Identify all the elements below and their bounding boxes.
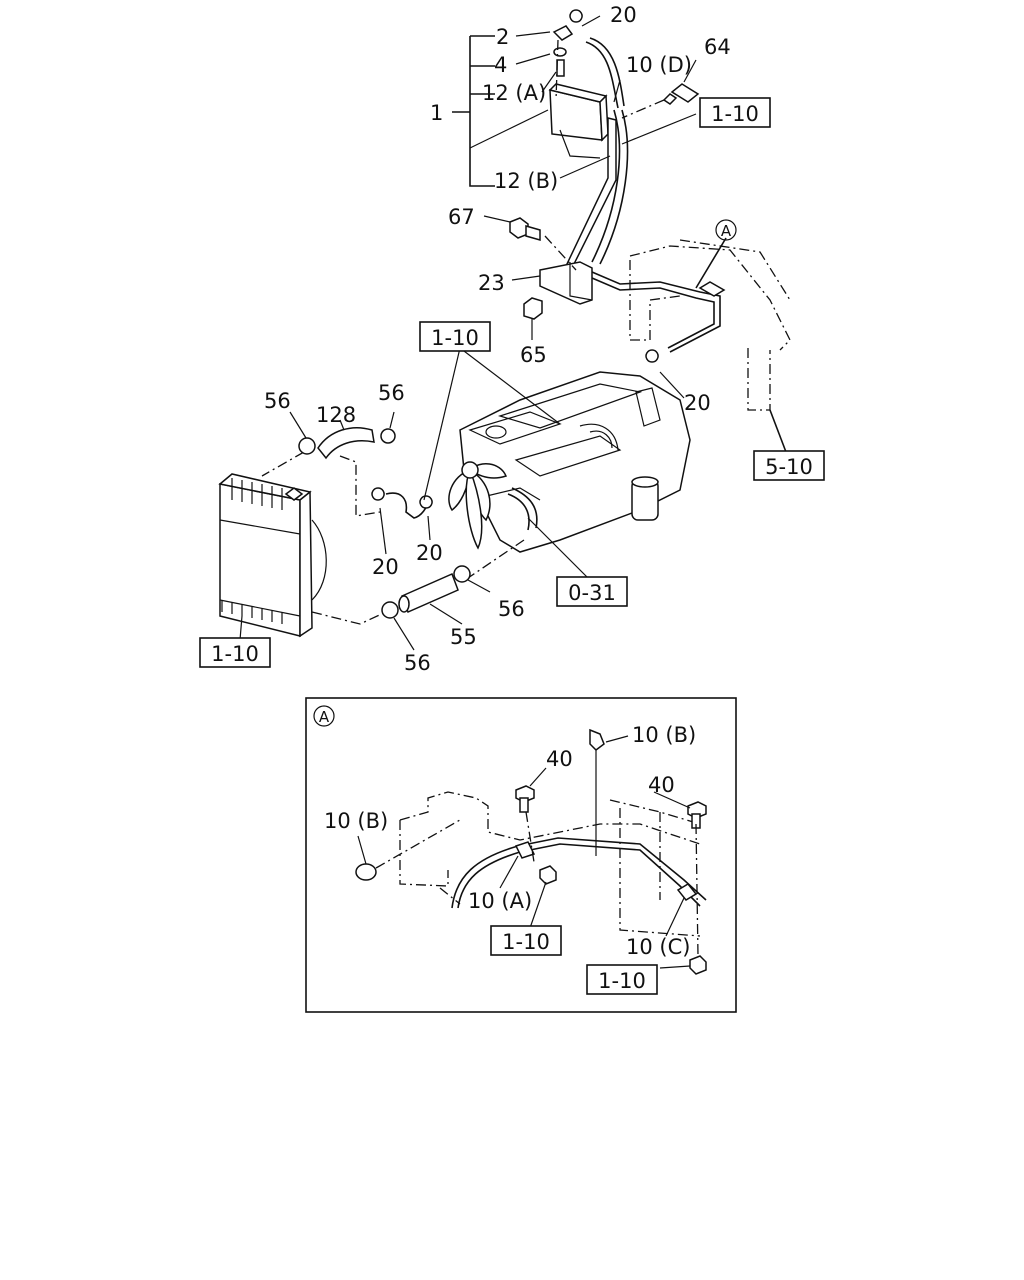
ref-0-31: 0-31 bbox=[568, 581, 616, 605]
callout-40-left: 40 bbox=[546, 747, 573, 771]
callout-128: 128 bbox=[316, 403, 356, 427]
fan-shroud bbox=[311, 519, 327, 601]
washer-part-4 bbox=[553, 47, 567, 57]
callout-56-bottom: 56 bbox=[404, 651, 431, 675]
clip-10b-left bbox=[355, 863, 377, 881]
reference-boxes: 1-10 1-10 5-10 0-31 1-10 bbox=[199, 97, 825, 668]
ref-1-10-engine: 1-10 bbox=[431, 326, 479, 350]
bracket-part-23 bbox=[539, 261, 593, 305]
callout-55: 55 bbox=[450, 625, 477, 649]
clamp-56-mid bbox=[380, 428, 396, 444]
engine-group bbox=[448, 371, 691, 579]
clip-10b-top bbox=[589, 728, 605, 751]
callout-56-left: 56 bbox=[264, 389, 291, 413]
frame-rail-group bbox=[591, 237, 791, 453]
ref-1-10-radiator: 1-10 bbox=[211, 642, 259, 666]
engine-block bbox=[459, 371, 691, 553]
lower-hose-outlet bbox=[507, 493, 530, 531]
nut-part-65 bbox=[523, 297, 543, 320]
callout-12a: 12 (A) bbox=[482, 81, 546, 105]
callout-2: 2 bbox=[496, 25, 509, 49]
clamp-56-bottom bbox=[381, 601, 399, 619]
ref-box-0-31 bbox=[556, 576, 628, 607]
cylinder-head-cover bbox=[497, 383, 643, 429]
ref-box-5-10 bbox=[753, 450, 825, 481]
water-outlet bbox=[579, 423, 619, 451]
radiator-fins bbox=[231, 478, 283, 510]
callout-67: 67 bbox=[448, 205, 475, 229]
callout-20-top: 20 bbox=[610, 3, 637, 27]
lower-hose-55 bbox=[401, 572, 459, 614]
callout-10a: 10 (A) bbox=[468, 889, 532, 913]
callout-10c: 10 (C) bbox=[626, 935, 690, 959]
callout-1-bracket bbox=[452, 35, 495, 187]
callout-56-mid: 56 bbox=[378, 381, 405, 405]
ref-1-10-detail-c: 1-10 bbox=[598, 969, 646, 993]
ref-1-10-detail-a: 1-10 bbox=[502, 930, 550, 954]
callout-56-low: 56 bbox=[498, 597, 525, 621]
heater-pipe bbox=[591, 271, 721, 353]
callout-23: 23 bbox=[478, 271, 505, 295]
ref-box-1-10-top bbox=[699, 97, 771, 128]
clamp-56-left bbox=[298, 437, 316, 455]
clamp-56-low bbox=[453, 565, 471, 583]
callout-10b-left: 10 (B) bbox=[324, 809, 388, 833]
callout-20-a: 20 bbox=[372, 555, 399, 579]
callout-4: 4 bbox=[494, 53, 507, 77]
callout-65: 65 bbox=[520, 343, 547, 367]
callout-labels: 2 20 4 1 12 (A) 10 (D) 64 12 (B) 67 23 6… bbox=[264, 3, 737, 675]
reservoir-tank-side bbox=[599, 94, 609, 142]
callout-64: 64 bbox=[704, 35, 731, 59]
hose-to-bracket bbox=[591, 109, 621, 263]
detail-a-marker-circle bbox=[715, 219, 737, 241]
cap-part-2 bbox=[552, 25, 574, 41]
ref-box-1-10-detail-a bbox=[490, 925, 562, 956]
radiator-group bbox=[218, 427, 471, 638]
clip-part-20-top bbox=[569, 9, 583, 23]
joint-fitting bbox=[698, 281, 726, 297]
callout-1: 1 bbox=[430, 101, 443, 125]
reservoir-tank-group bbox=[452, 9, 700, 320]
detail-pipe bbox=[457, 843, 701, 909]
ref-box-1-10-radiator bbox=[199, 637, 271, 668]
pin-part-12a bbox=[556, 59, 565, 77]
overflow-hose bbox=[585, 41, 619, 109]
detail-tank-outline bbox=[399, 791, 701, 845]
frame-outline bbox=[629, 245, 791, 351]
detail-a-marker: A bbox=[721, 222, 732, 240]
detail-a-panel-marker: A bbox=[319, 708, 330, 726]
callout-20-b: 20 bbox=[416, 541, 443, 565]
callout-20-right: 20 bbox=[684, 391, 711, 415]
ref-box-1-10-engine bbox=[419, 321, 491, 352]
nut-detail-a bbox=[539, 865, 557, 885]
ref-box-1-10-detail-c bbox=[586, 964, 658, 995]
ref-1-10-top: 1-10 bbox=[711, 102, 759, 126]
nut-detail-c bbox=[689, 955, 707, 975]
clip-20-b bbox=[419, 495, 433, 509]
clamp-10a bbox=[514, 841, 536, 859]
callout-10d: 10 (D) bbox=[626, 53, 692, 77]
ref-5-10: 5-10 bbox=[765, 455, 813, 479]
detail-a-panel: A bbox=[305, 697, 737, 1013]
callout-40-right: 40 bbox=[648, 773, 675, 797]
clip-20-a bbox=[371, 487, 385, 501]
callout-10b-top: 10 (B) bbox=[632, 723, 696, 747]
leader-lines bbox=[239, 15, 697, 651]
upper-hose-128 bbox=[317, 427, 375, 460]
callout-12b: 12 (B) bbox=[494, 169, 558, 193]
fitting-part-64 bbox=[670, 83, 700, 103]
clip-part-20-right bbox=[645, 349, 659, 363]
clamp-10c bbox=[676, 883, 698, 901]
radiator-cap bbox=[284, 487, 304, 501]
